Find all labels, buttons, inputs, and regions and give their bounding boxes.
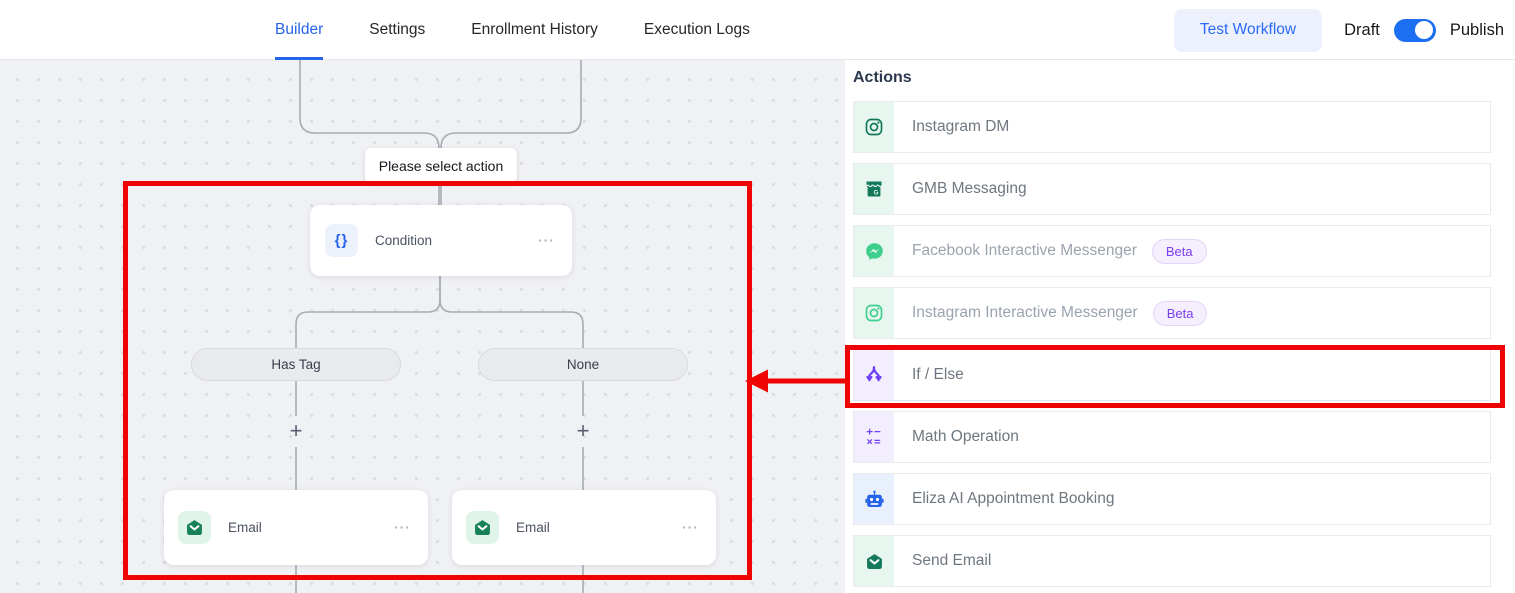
action-item-label: Instagram DM: [912, 118, 1010, 135]
action-item-if-else[interactable]: If / Else: [853, 349, 1491, 401]
connector-lines: [295, 60, 584, 593]
workflow-canvas[interactable]: Please select action {} Condition ⋯ Has …: [0, 60, 845, 593]
actions-panel: Actions Instagram DM G GMB Messaging Fac…: [845, 60, 1515, 593]
nav-tabs: Builder Settings Enrollment History Exec…: [275, 0, 750, 60]
instagram-icon: [854, 288, 894, 338]
action-item-eliza-ai-appointment-booking[interactable]: Eliza AI Appointment Booking: [853, 473, 1491, 525]
condition-node[interactable]: {} Condition ⋯: [310, 205, 572, 276]
email-node-left[interactable]: Email ⋯: [164, 490, 428, 565]
top-nav: Builder Settings Enrollment History Exec…: [0, 0, 1515, 60]
tab-execution-logs[interactable]: Execution Logs: [643, 21, 750, 38]
email-node-label: Email: [228, 520, 262, 535]
add-step-button-left[interactable]: +: [289, 418, 303, 443]
condition-node-label: Condition: [375, 233, 433, 248]
robot-icon: [854, 474, 894, 524]
email-icon: [466, 511, 499, 544]
email-icon: [854, 536, 894, 586]
draft-label: Draft: [1344, 20, 1380, 39]
email-node-right[interactable]: Email ⋯: [452, 490, 716, 565]
action-item-label: Eliza AI Appointment Booking: [912, 490, 1115, 507]
action-item-facebook-interactive-messenger[interactable]: Facebook Interactive Messenger Beta: [853, 225, 1491, 277]
storefront-icon: G: [854, 164, 894, 214]
svg-text:G: G: [874, 189, 879, 196]
action-item-instagram-interactive-messenger[interactable]: Instagram Interactive Messenger Beta: [853, 287, 1491, 339]
branch-pill-has-tag[interactable]: Has Tag: [191, 348, 401, 381]
publish-toggle[interactable]: [1393, 18, 1436, 42]
beta-badge: Beta: [1151, 238, 1207, 264]
beta-badge: Beta: [1152, 300, 1208, 326]
email-node-menu-icon[interactable]: ⋯: [681, 517, 700, 537]
email-node-label: Email: [516, 520, 550, 535]
branch-pill-none[interactable]: None: [478, 348, 688, 381]
header-actions: Test Workflow Draft Publish: [1173, 0, 1504, 60]
messenger-icon: [854, 226, 894, 276]
math-icon: +−×=: [854, 412, 894, 462]
condition-node-menu-icon[interactable]: ⋯: [537, 230, 556, 250]
action-item-gmb-messaging[interactable]: G GMB Messaging: [853, 163, 1491, 215]
action-item-instagram-dm[interactable]: Instagram DM: [853, 101, 1491, 153]
add-step-button-right[interactable]: +: [576, 418, 590, 443]
tab-builder[interactable]: Builder: [275, 0, 324, 60]
instagram-icon: [854, 102, 894, 152]
publish-label: Publish: [1449, 20, 1504, 39]
email-icon: [178, 511, 211, 544]
test-workflow-button[interactable]: Test Workflow: [1173, 8, 1323, 52]
branch-icon: [854, 350, 894, 400]
email-node-menu-icon[interactable]: ⋯: [393, 517, 412, 537]
toggle-knob: [1415, 21, 1434, 39]
select-action-tooltip: Please select action: [365, 148, 517, 183]
tab-settings[interactable]: Settings: [369, 21, 426, 38]
action-item-math-operation[interactable]: +−×= Math Operation: [853, 411, 1491, 463]
action-item-label: Send Email: [912, 552, 992, 569]
braces-icon: {}: [325, 224, 358, 257]
action-item-label: Math Operation: [912, 428, 1019, 445]
action-item-label: GMB Messaging: [912, 180, 1027, 197]
action-item-label: If / Else: [912, 366, 964, 383]
actions-title: Actions: [853, 69, 912, 86]
action-item-send-email[interactable]: Send Email: [853, 535, 1491, 587]
tab-enrollment-history[interactable]: Enrollment History: [471, 21, 598, 38]
action-item-label: Instagram Interactive Messenger: [912, 304, 1138, 321]
action-item-label: Facebook Interactive Messenger: [912, 242, 1137, 259]
